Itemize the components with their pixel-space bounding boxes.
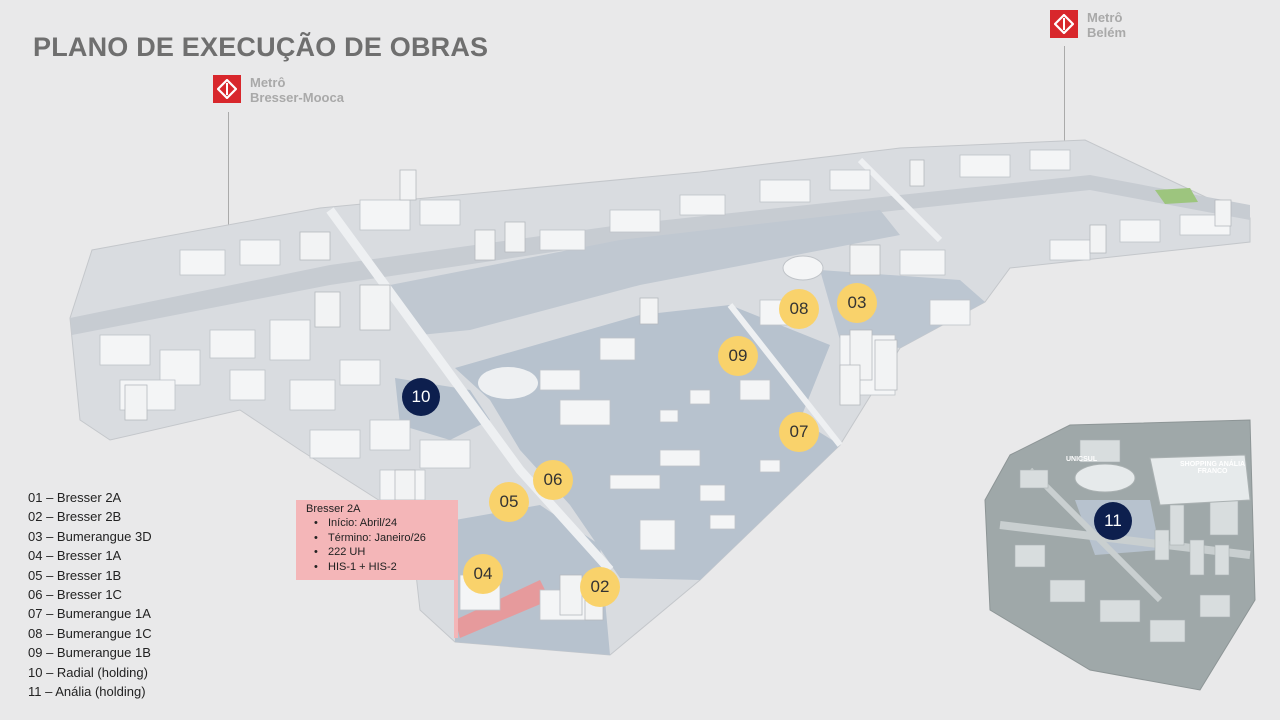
marker-05[interactable]: 05 xyxy=(489,482,529,522)
legend-item: 06 – Bresser 1C xyxy=(28,587,122,603)
legend-item: 11 – Anália (holding) xyxy=(28,684,146,700)
legend-item: 02 – Bresser 2B xyxy=(28,509,122,525)
callout-item: 222 UH xyxy=(314,545,458,560)
marker-09[interactable]: 09 xyxy=(718,336,758,376)
marker-04[interactable]: 04 xyxy=(463,554,503,594)
legend-item: 05 – Bresser 1B xyxy=(28,567,122,583)
legend-item: 07 – Bumerangue 1A xyxy=(28,606,151,622)
inset-label-shopping: SHOPPING ANÁLIA FRANCO xyxy=(1180,461,1245,475)
callout-item: HIS-1 + HIS-2 xyxy=(314,560,458,575)
buildings xyxy=(99,149,1231,621)
legend-item: 08 – Bumerangue 1C xyxy=(28,625,152,641)
inset-label-unicsul: UNICSUL xyxy=(1066,456,1098,463)
legend-item: 09 – Bumerangue 1B xyxy=(28,645,151,661)
marker-06[interactable]: 06 xyxy=(533,460,573,500)
rail-corridor xyxy=(70,175,1250,335)
metro-belem: Metrô Belém xyxy=(1050,10,1126,40)
round-building xyxy=(782,255,824,281)
inset-label-shopping-line2: FRANCO xyxy=(1197,468,1228,475)
callout-pointer xyxy=(454,580,458,638)
lot-bresser-2a-highlight xyxy=(455,580,550,638)
legend-item: 01 – Bresser 2A xyxy=(28,490,122,505)
metro-logo-icon xyxy=(213,75,241,103)
legend: 01 – Bresser 2A 02 – Bresser 2B 03 – Bum… xyxy=(28,488,152,701)
roundabout xyxy=(478,367,538,399)
legend-item: 04 – Bresser 1A xyxy=(28,548,122,564)
metro-pointer-line xyxy=(228,112,229,232)
metro-label-line2: Belém xyxy=(1087,25,1127,40)
green-area xyxy=(1155,188,1198,204)
inset-road xyxy=(1027,467,1163,603)
metro-bresser-mooca: Metrô Bresser-Mooca xyxy=(213,75,344,105)
callout-bresser-2a: Bresser 2A Início: Abril/24 Término: Jan… xyxy=(296,500,458,580)
marker-03[interactable]: 03 xyxy=(837,283,877,323)
marker-07[interactable]: 07 xyxy=(779,412,819,452)
callout-item: Início: Abril/24 xyxy=(314,516,458,531)
page-title: PLANO DE EXECUÇÃO DE OBRAS xyxy=(33,32,489,62)
marker-02[interactable]: 02 xyxy=(580,567,620,607)
metro-label-line1: Metrô xyxy=(250,75,286,90)
marker-11[interactable]: 11 xyxy=(1094,502,1132,540)
marker-10[interactable]: 10 xyxy=(402,378,440,416)
road xyxy=(857,157,943,243)
shopping-building xyxy=(1149,454,1251,506)
callout-item: Término: Janeiro/26 xyxy=(314,531,458,546)
callout-title: Bresser 2A xyxy=(306,503,361,515)
rail-yard xyxy=(390,210,900,335)
metro-label-line2: Bresser-Mooca xyxy=(250,90,344,105)
unicsul-building xyxy=(1074,463,1136,493)
marker-08[interactable]: 08 xyxy=(779,289,819,329)
metro-pointer-line xyxy=(1064,46,1065,146)
road xyxy=(727,303,843,447)
inset-road xyxy=(999,521,1251,559)
inset-label-shopping-line1: SHOPPING ANÁLIA xyxy=(1180,461,1246,468)
inset-map xyxy=(984,419,1256,691)
road xyxy=(326,207,614,574)
legend-item: 03 – Bumerangue 3D xyxy=(28,528,152,544)
metro-label-line1: Metrô xyxy=(1087,10,1123,25)
legend-item: 10 – Radial (holding) xyxy=(28,664,148,680)
metro-logo-icon xyxy=(1050,10,1078,38)
